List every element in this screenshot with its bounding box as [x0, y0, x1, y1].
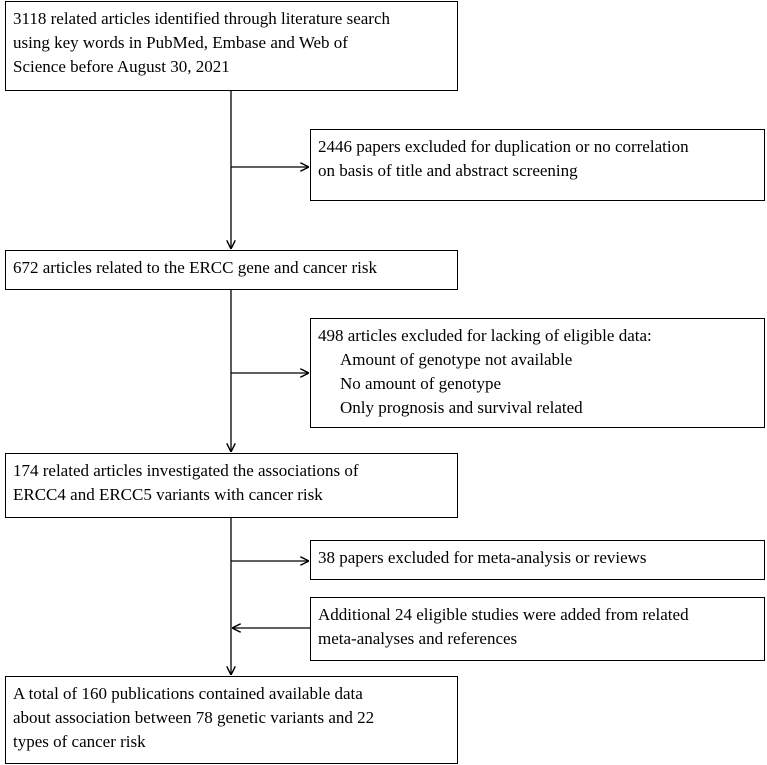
- identified-line: using key words in PubMed, Embase and We…: [13, 33, 348, 52]
- investigated-articles-box: 174 related articles investigated the as…: [5, 453, 458, 518]
- identified-records-box: 3118 related articles identified through…: [5, 1, 458, 91]
- final-line: types of cancer risk: [13, 732, 146, 751]
- exclusion-duplication-box: 2446 papers excluded for duplication or …: [310, 129, 765, 201]
- exclusion-duplication-line: 2446 papers excluded for duplication or …: [318, 137, 689, 156]
- exclusion-reason: No amount of genotype: [340, 374, 501, 393]
- screened-text: 672 articles related to the ERCC gene an…: [13, 258, 377, 277]
- final-line: A total of 160 publications contained av…: [13, 684, 363, 703]
- identified-line: 3118 related articles identified through…: [13, 9, 390, 28]
- exclusion-reason: Amount of genotype not available: [340, 350, 573, 369]
- addition-studies-line: meta-analyses and references: [318, 629, 518, 648]
- exclusion-eligibility-box: 498 articles excluded for lacking of eli…: [310, 318, 765, 428]
- exclusion-reason: Only prognosis and survival related: [340, 398, 583, 417]
- addition-studies-box: Additional 24 eligible studies were adde…: [310, 597, 765, 661]
- exclusion-meta-box: 38 papers excluded for meta-analysis or …: [310, 540, 765, 580]
- investigated-line: ERCC4 and ERCC5 variants with cancer ris…: [13, 485, 323, 504]
- screened-articles-box: 672 articles related to the ERCC gene an…: [5, 250, 458, 290]
- addition-studies-line: Additional 24 eligible studies were adde…: [318, 605, 689, 624]
- exclusion-meta-text: 38 papers excluded for meta-analysis or …: [318, 548, 647, 567]
- identified-line: Science before August 30, 2021: [13, 57, 230, 76]
- exclusion-duplication-line: on basis of title and abstract screening: [318, 161, 578, 180]
- final-line: about association between 78 genetic var…: [13, 708, 375, 727]
- exclusion-eligibility-heading: 498 articles excluded for lacking of eli…: [318, 326, 652, 345]
- final-publications-box: A total of 160 publications contained av…: [5, 676, 458, 764]
- investigated-line: 174 related articles investigated the as…: [13, 461, 359, 480]
